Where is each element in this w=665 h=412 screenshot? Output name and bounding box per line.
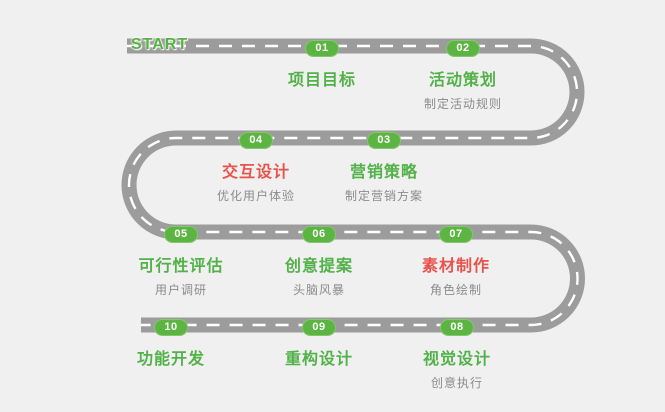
step-06-title: 创意提案: [284, 258, 353, 275]
step-04: 04 交互设计 优化用户体验: [186, 130, 326, 204]
step-04-title: 交互设计: [221, 164, 290, 181]
step-01: 01 项目目标: [252, 38, 392, 90]
step-01-number-badge: 01: [305, 40, 339, 57]
step-03: 03 营销策略 制定营销方案: [314, 130, 454, 204]
start-label: START: [131, 36, 189, 53]
step-10: 10 功能开发: [101, 317, 241, 369]
step-06-subtitle: 头脑风暴: [292, 283, 345, 297]
step-03-number-badge: 03: [367, 132, 401, 149]
step-09-number-badge: 09: [302, 319, 336, 336]
step-08-number-badge: 08: [440, 319, 474, 336]
step-04-number-badge: 04: [239, 132, 273, 149]
step-07-number-badge: 07: [439, 226, 473, 243]
step-08-title: 视觉设计: [422, 351, 491, 368]
step-02-subtitle: 制定活动规则: [423, 97, 502, 111]
road-center-dashes: [127, 44, 579, 327]
step-06-number-badge: 06: [302, 226, 336, 243]
step-09-title: 重构设计: [284, 351, 353, 368]
step-07: 07 素材制作 角色绘制: [386, 224, 526, 298]
step-08-subtitle: 创意执行: [430, 376, 483, 390]
step-05-title: 可行性评估: [138, 258, 224, 275]
step-08: 08 视觉设计 创意执行: [387, 317, 527, 391]
step-03-subtitle: 制定营销方案: [344, 189, 423, 203]
step-05-number-badge: 05: [164, 226, 198, 243]
step-10-title: 功能开发: [136, 351, 205, 368]
step-02: 02 活动策划 制定活动规则: [393, 38, 533, 112]
step-07-subtitle: 角色绘制: [429, 283, 482, 297]
step-10-number-badge: 10: [154, 319, 188, 336]
step-04-subtitle: 优化用户体验: [216, 189, 295, 203]
step-07-title: 素材制作: [421, 258, 490, 275]
step-05-subtitle: 用户调研: [154, 283, 207, 297]
step-02-title: 活动策划: [428, 72, 497, 89]
step-02-number-badge: 02: [446, 40, 480, 57]
step-09: 09 重构设计: [249, 317, 389, 369]
step-06: 06 创意提案 头脑风暴: [249, 224, 389, 298]
step-05: 05 可行性评估 用户调研: [111, 224, 251, 298]
step-03-title: 营销策略: [349, 164, 418, 181]
step-01-title: 项目目标: [287, 72, 356, 89]
